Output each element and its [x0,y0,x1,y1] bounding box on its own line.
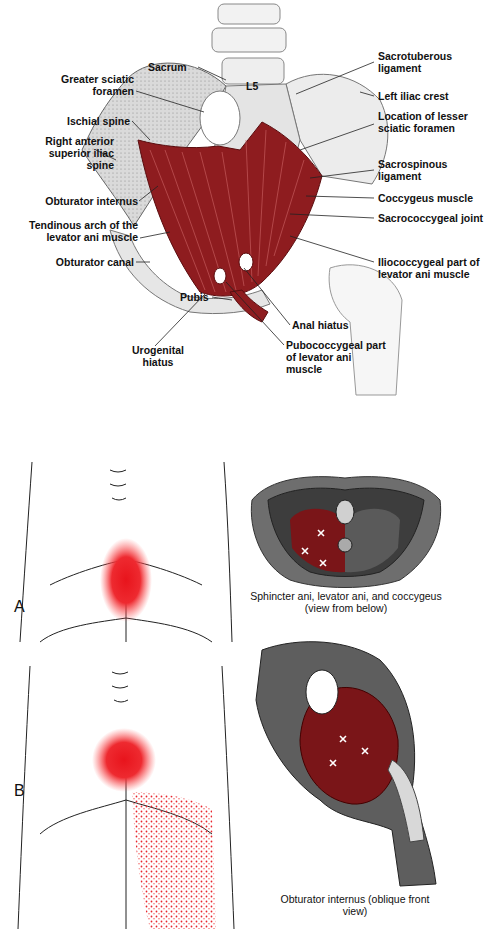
part-label: Pubis [180,291,212,303]
figure-caption: Sphincter ani, levator ani, and coccygeu… [246,590,446,614]
pelvis-illustration [138,122,322,296]
pelvic-floor-illustration [320,560,326,566]
pelvis-illustration [218,4,280,24]
obturator-illustration [362,748,368,754]
leader-line [226,282,284,345]
pelvis-illustration [230,290,268,322]
body-outline [20,462,232,642]
pelvis-illustration [258,130,266,276]
leader-line [212,297,232,300]
pelvis-illustration [200,152,236,290]
leader-line [360,92,374,96]
obturator-illustration [256,642,436,886]
obturator-illustration [330,736,368,766]
pelvis-illustration [214,268,226,284]
leader-line [132,121,150,140]
part-label: Urogenital hiatus [118,344,198,368]
obturator-illustration [306,670,338,714]
part-label: Ischial spine [30,115,130,127]
body-outline [40,618,126,642]
part-label: Coccygeus muscle [378,192,484,204]
leader-line [306,196,374,198]
part-label: Sacrococcygeal joint [378,212,484,224]
part-label: Greater sciatic foramen [40,73,134,97]
part-label: Obturator canal [14,256,134,268]
leader-line [244,268,290,325]
obturator-illustration [256,642,436,886]
part-label: Left iliac crest [378,90,484,102]
pelvic-floor-illustration [338,538,352,552]
leader-line [296,62,374,94]
leader-line [310,170,374,178]
pelvis-illustration [266,142,286,266]
body-outline [222,666,234,929]
pelvis-illustration [200,91,240,145]
pelvic-floor-illustration [290,509,345,573]
obturator-illustration [388,760,424,842]
part-label: Location of lesser sciatic foramen [378,110,468,134]
body-outline [224,462,232,642]
pain-pattern [100,538,152,622]
panel-letter: A [14,598,36,616]
panel-letter: B [14,782,36,800]
body-outline [112,672,128,702]
pain-pattern [92,728,156,792]
pelvic-floor-illustration [336,500,354,524]
pelvis-illustration [150,150,205,290]
pelvic-floor-illustration [345,509,400,573]
part-label: Pubococcygeal part of levator ani muscle [286,339,386,375]
leader-line [140,232,170,238]
obturator-illustration [340,736,346,742]
pelvis-illustration [274,160,304,256]
body-outline [40,800,126,834]
part-label: Sacrospinous ligament [378,158,478,182]
pelvis-illustration [239,253,253,271]
pelvic-floor-illustration [251,477,440,588]
body-outline [18,666,234,929]
pelvic-floor-illustration [251,477,440,588]
pelvic-floor-illustration [302,530,326,566]
pelvis-illustration [182,152,226,292]
part-label: Iliococcygeal part of levator ani muscle [378,256,484,280]
part-label: Sacrum [148,61,200,73]
figure-caption: Obturator internus (oblique front view) [280,893,430,917]
leader-line [290,236,374,262]
pelvis-illustration [150,130,304,292]
part-label: Anal hiatus [292,319,372,331]
part-label: Right anterior superior iliac spine [28,135,114,171]
part-label: L5 [246,80,268,92]
body-outline [126,618,212,642]
pelvis-illustration [212,28,286,52]
part-label: Tendinous arch of the levator ani muscle [28,219,138,243]
leader-line [136,262,150,263]
leader-line [136,91,204,112]
pelvic-floor-illustration [268,488,424,576]
part-label: Sacrotuberous ligament [378,50,484,74]
leader-line [139,186,158,201]
leader-line [198,67,226,80]
pelvic-floor-illustration [318,530,324,536]
pelvis-illustration [165,150,215,292]
obturator-illustration [330,760,336,766]
part-label: Obturator internus [14,195,138,207]
leader-line [300,124,374,150]
body-outline [110,470,126,500]
leader-line [290,214,374,218]
pelvic-floor-illustration [302,548,308,554]
pain-pattern [132,792,216,929]
